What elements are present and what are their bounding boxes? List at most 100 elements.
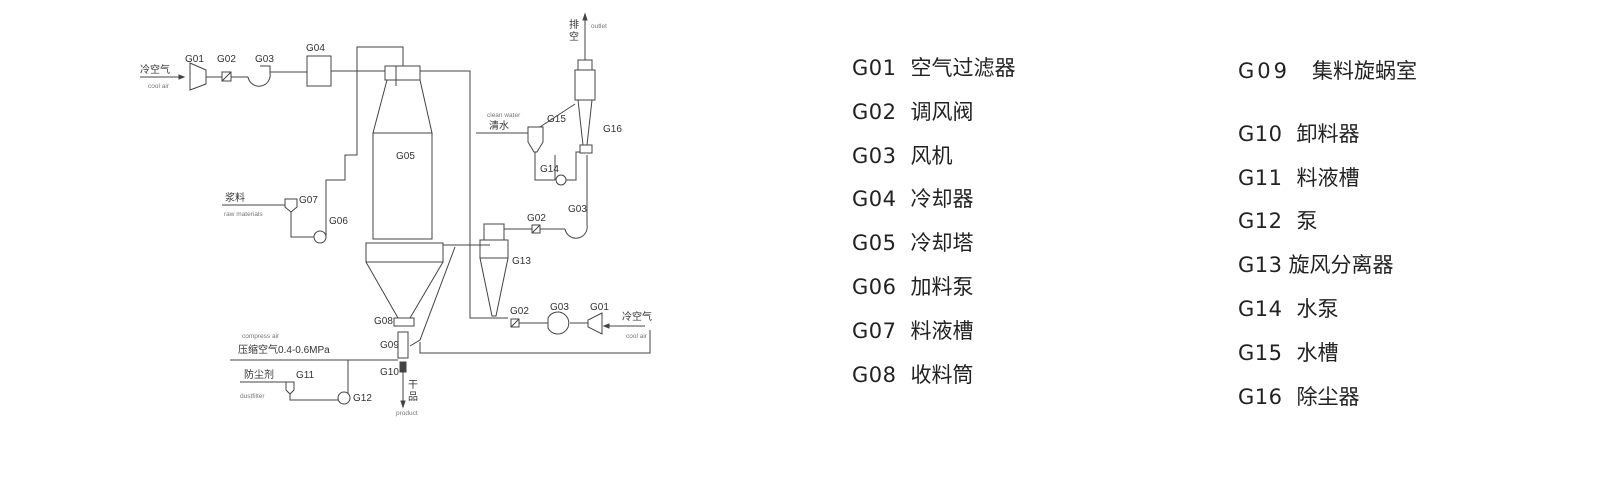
label-g04: G04 <box>306 43 325 54</box>
product-arrow <box>400 372 406 409</box>
label-raw-materials-en: raw materials <box>224 211 263 218</box>
legend-code: G14 <box>1238 297 1283 321</box>
legend-item: G08 收料筒 <box>852 362 974 388</box>
label-g03-top: G03 <box>255 54 274 65</box>
label-g13: G13 <box>512 256 531 267</box>
legend-code: G02 <box>852 100 897 124</box>
legend-code: G08 <box>852 363 897 387</box>
legend-code: G07 <box>852 319 897 343</box>
label-g09: G09 <box>380 340 399 351</box>
g14-water-pump <box>555 174 567 186</box>
outlet-arrow <box>582 12 588 60</box>
label-product-en: product <box>396 410 418 417</box>
label-raw-materials: 浆料 <box>225 191 245 204</box>
label-cold-air-left: 冷空气 <box>140 63 170 76</box>
g09-scroll-chamber <box>397 331 409 359</box>
g07-tank <box>284 198 298 213</box>
legend-item: G05 冷却塔 <box>852 230 974 256</box>
label-g06: G06 <box>329 216 348 227</box>
legend-code: G13 <box>1238 253 1283 277</box>
legend-name: 冷却器 <box>910 187 974 211</box>
g10-discharger <box>399 361 407 373</box>
legend-code: G04 <box>852 187 897 211</box>
legend-item: G01 空气过滤器 <box>852 55 1016 81</box>
label-dust-agent: 防尘剂 <box>244 368 274 381</box>
label-clean-water-en: clean water <box>487 112 521 119</box>
legend-code: G16 <box>1238 385 1283 409</box>
legend-item: G03 风机 <box>852 143 953 169</box>
label-g01-bottom: G01 <box>590 302 609 313</box>
legend-code: G01 <box>852 56 897 80</box>
cold-air-inlet-right <box>602 323 645 329</box>
g16-dust-collector <box>574 59 596 154</box>
label-g11: G11 <box>296 370 315 381</box>
label-compress-air: 压缩空气0.4-0.6MPa <box>238 343 330 356</box>
legend-item: G15 水槽 <box>1238 340 1339 366</box>
legend-item: G07 料液槽 <box>852 318 974 344</box>
legend-code: G15 <box>1238 341 1283 365</box>
g13-cyclone <box>479 223 509 317</box>
g03-fan-bottom <box>547 311 570 335</box>
legend-name: 水泵 <box>1296 297 1339 321</box>
legend-name: 泵 <box>1296 209 1318 233</box>
g08-collector <box>393 317 415 327</box>
g03-fan-top <box>247 65 271 87</box>
legend-code: G10 <box>1238 122 1283 146</box>
legend-item: G16 除尘器 <box>1238 384 1360 410</box>
legend-name: 水槽 <box>1296 341 1339 365</box>
legend-code: G09 <box>1238 59 1290 83</box>
label-outlet-1: 排 <box>569 18 579 31</box>
process-flow-diagram: 冷空气 cool air G01 G02 G03 G04 G05 浆料 raw … <box>140 12 652 417</box>
label-outlet-en: outlet <box>591 23 607 30</box>
label-g16: G16 <box>603 124 622 135</box>
g15-water-tank <box>527 126 544 153</box>
legend-name: 料液槽 <box>1296 166 1360 190</box>
label-compress-air-en: compress air <box>242 333 280 340</box>
legend-item: G02 调风阀 <box>852 99 974 125</box>
legend-name: 旋风分离器 <box>1288 253 1394 277</box>
g01-filter-left <box>189 62 207 91</box>
legend-name: 风机 <box>910 144 953 168</box>
label-g12: G12 <box>353 393 372 404</box>
label-g03-bottom: G03 <box>550 302 569 313</box>
legend-code: G11 <box>1238 166 1283 190</box>
legend-name: 料液槽 <box>910 319 974 343</box>
legend-item: G04 冷却器 <box>852 186 974 212</box>
label-g03-mid: G03 <box>568 204 587 215</box>
legend-code: G03 <box>852 144 897 168</box>
g03-fan-mid <box>564 217 588 239</box>
legend-name: 卸料器 <box>1296 122 1360 146</box>
legend-item: G10 卸料器 <box>1238 121 1360 147</box>
label-product-2: 品 <box>408 391 418 403</box>
legend-item: G14 水泵 <box>1238 296 1339 322</box>
legend-item: G11 料液槽 <box>1238 165 1360 191</box>
legend-name: 除尘器 <box>1296 385 1360 409</box>
g05-cooling-tower <box>365 65 444 373</box>
label-g07: G07 <box>299 195 318 206</box>
legend-name: 空气过滤器 <box>910 56 1016 80</box>
label-dust-agent-en: dustfilter <box>240 393 265 400</box>
label-cold-air-right-en: cool air <box>626 333 648 340</box>
legend-code: G06 <box>852 275 897 299</box>
g04-cooler <box>306 55 332 87</box>
legend-name: 收料筒 <box>910 363 974 387</box>
legend-item: G12 泵 <box>1238 208 1318 234</box>
label-g02-mid: G02 <box>527 213 546 224</box>
legend-name: 冷却塔 <box>910 231 974 255</box>
label-g02-bottom: G02 <box>510 306 529 317</box>
legend-code: G12 <box>1238 209 1283 233</box>
legend-name: 调风阀 <box>910 100 974 124</box>
g12-pump <box>337 391 351 405</box>
label-g15: G15 <box>547 114 566 125</box>
label-g10: G10 <box>380 367 399 378</box>
legend-code: G05 <box>852 231 897 255</box>
cold-air-inlet-left <box>140 74 186 80</box>
label-product-1: 干 <box>408 380 418 391</box>
label-g14: G14 <box>540 164 559 175</box>
label-cold-air-left-en: cool air <box>148 83 170 90</box>
label-g01-top: G01 <box>185 54 204 65</box>
